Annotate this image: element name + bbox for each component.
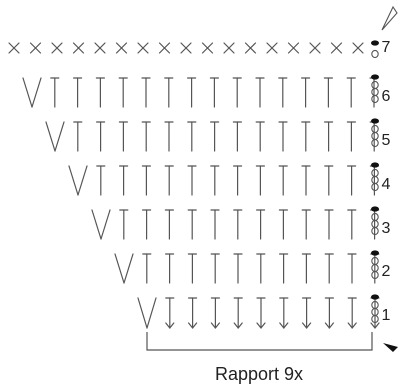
- stitch-x-b: [137, 42, 149, 54]
- row-number-2: 2: [382, 263, 391, 280]
- stitch-symbols: [8, 40, 380, 329]
- stitch-x-b: [29, 42, 42, 54]
- row-number-5: 5: [382, 132, 391, 149]
- stitch-x-b: [352, 42, 364, 54]
- turning-chain-dot: [371, 74, 379, 80]
- row-number-3: 3: [382, 220, 391, 237]
- outline-triangle-icon: [381, 5, 398, 31]
- repeat-label: Rapport 9x: [215, 364, 303, 384]
- turning-chain-dot: [371, 162, 379, 168]
- stitch-x-b: [115, 42, 128, 54]
- turning-chain-dot: [371, 118, 379, 124]
- stitch-x-b: [309, 42, 321, 54]
- turning-chain-dot: [371, 40, 379, 46]
- stitch-arrow-head: [370, 322, 380, 329]
- stitch-arrow-head: [188, 322, 198, 329]
- turning-chain-dot: [371, 206, 379, 212]
- turning-chain-ring: [371, 94, 379, 104]
- row-number-7: 7: [382, 39, 391, 56]
- stitch-v-left: [114, 253, 125, 284]
- turning-chain-ring: [371, 226, 379, 236]
- black-triangle-icon: [383, 343, 398, 352]
- stitch-v-right: [123, 253, 134, 284]
- turning-chain-ring: [371, 314, 379, 324]
- stitch-v-right: [100, 209, 111, 240]
- stitch-v-right: [31, 77, 42, 108]
- stitch-v-left: [22, 77, 33, 108]
- stitch-x-b: [51, 42, 63, 54]
- turning-chain-ring: [371, 131, 379, 141]
- stitch-x-b: [94, 42, 106, 54]
- stitch-arrow-head: [256, 322, 266, 329]
- row-number-4: 4: [382, 176, 391, 193]
- stitch-v-right: [54, 121, 65, 152]
- repeat-bracket-line: [146, 332, 373, 351]
- turning-chain-ring: [371, 182, 379, 192]
- stitch-v-left: [45, 121, 56, 152]
- stitch-arrow-head: [210, 322, 220, 329]
- stitch-x-b: [158, 42, 171, 54]
- stitch-v-left: [91, 209, 102, 240]
- stitch-x-b: [201, 42, 214, 54]
- turning-chain-dot: [371, 250, 379, 256]
- stitch-x-b: [72, 42, 85, 54]
- stitch-x-b: [223, 42, 235, 54]
- stitch-x-b: [330, 42, 343, 54]
- stitch-v-right: [146, 297, 157, 329]
- stitch-arrow-head: [279, 322, 289, 329]
- stitch-x-b: [8, 42, 20, 54]
- stitch-v-left: [137, 297, 148, 329]
- turning-chain-ring: [371, 49, 379, 59]
- stitch-v-left: [68, 165, 79, 196]
- stitch-arrow-head: [302, 322, 312, 329]
- stitch-arrow-head: [165, 322, 175, 329]
- stitch-x-b: [180, 42, 192, 54]
- repeat-bracket: Rapport 9x: [146, 332, 373, 384]
- turning-chain-ring: [371, 138, 379, 148]
- stitch-x-b: [287, 42, 300, 54]
- stitch-v-right: [77, 165, 88, 196]
- turning-chain-dot: [371, 294, 379, 300]
- turning-chain-ring: [371, 80, 379, 90]
- stitch-arrow-head: [347, 322, 357, 329]
- stitch-arrow-head: [233, 322, 243, 329]
- stitch-arrow-head: [324, 322, 334, 329]
- turning-chain-ring: [371, 87, 379, 97]
- stitch-x-b: [244, 42, 257, 54]
- stitch-x-b: [266, 42, 278, 54]
- turning-chain-ring: [371, 124, 379, 134]
- row-number-1: 1: [382, 307, 391, 324]
- turning-chain-ring: [371, 270, 379, 280]
- row-labels: 1 2 3 4 5 6 7: [382, 39, 391, 324]
- row-number-6: 6: [382, 88, 391, 105]
